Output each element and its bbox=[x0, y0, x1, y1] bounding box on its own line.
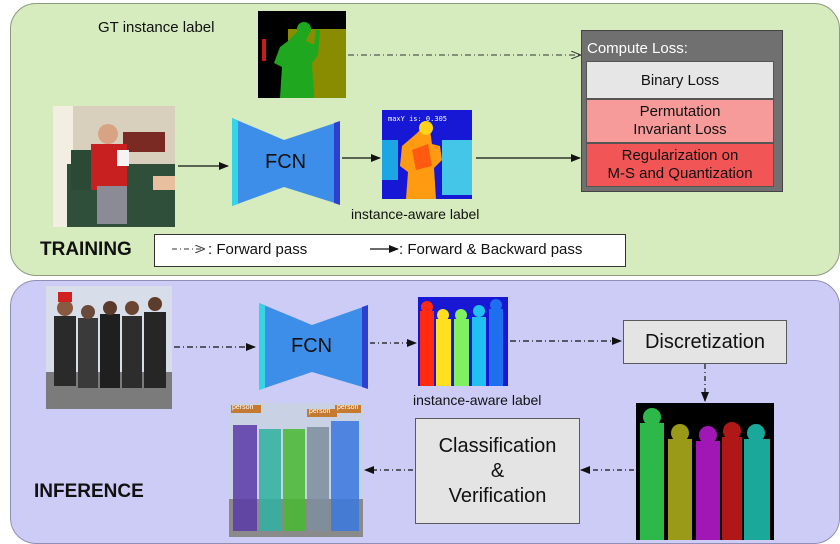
detection-tag-1: person bbox=[232, 404, 254, 411]
training-input-photo bbox=[53, 106, 175, 227]
classification-verification-box: Classification & Verification bbox=[415, 418, 580, 524]
inference-output-caption: instance-aware label bbox=[413, 392, 542, 408]
inference-title: INFERENCE bbox=[34, 481, 144, 502]
gt-instance-mask-image bbox=[258, 11, 346, 98]
regularization-loss-box: Regularization on M-S and Quantization bbox=[586, 143, 774, 187]
training-fcn-label: FCN bbox=[265, 151, 307, 173]
detection-result-photo bbox=[229, 403, 363, 537]
classification-line1: Classification bbox=[438, 434, 557, 457]
training-title: TRAINING bbox=[40, 239, 132, 260]
inference-instance-aware-heatmap bbox=[418, 297, 508, 386]
regularization-loss-line2: M-S and Quantization bbox=[607, 165, 753, 182]
compute-loss-header: Compute Loss: bbox=[587, 40, 688, 57]
binary-loss-box: Binary Loss bbox=[586, 61, 774, 99]
discrete-instance-mask bbox=[636, 403, 774, 540]
inference-input-photo bbox=[46, 286, 172, 409]
permutation-loss-line2: Invariant Loss bbox=[633, 121, 727, 138]
legend-forward-text: : Forward pass bbox=[208, 241, 308, 258]
detection-tag-2: person bbox=[309, 408, 331, 415]
discretization-box: Discretization bbox=[623, 320, 787, 364]
discretization-label: Discretization bbox=[644, 330, 766, 353]
regularization-loss-line1: Regularization on bbox=[621, 147, 739, 164]
classification-line3: Verification bbox=[448, 484, 547, 507]
classification-line2: & bbox=[490, 459, 505, 482]
legend-forward-backward-text: : Forward & Backward pass bbox=[399, 241, 583, 258]
permutation-loss-line1: Permutation bbox=[639, 103, 721, 120]
training-instance-aware-heatmap bbox=[382, 110, 472, 199]
gt-instance-label-caption: GT instance label bbox=[98, 19, 215, 36]
detection-tag-3: person bbox=[337, 404, 359, 411]
training-heatmap-overlay-text: maxY is: 0.305 bbox=[388, 115, 448, 123]
binary-loss-label: Binary Loss bbox=[640, 71, 720, 89]
inference-fcn-label: FCN bbox=[291, 335, 333, 357]
permutation-loss-box: Permutation Invariant Loss bbox=[586, 99, 774, 143]
training-output-caption: instance-aware label bbox=[351, 206, 480, 222]
